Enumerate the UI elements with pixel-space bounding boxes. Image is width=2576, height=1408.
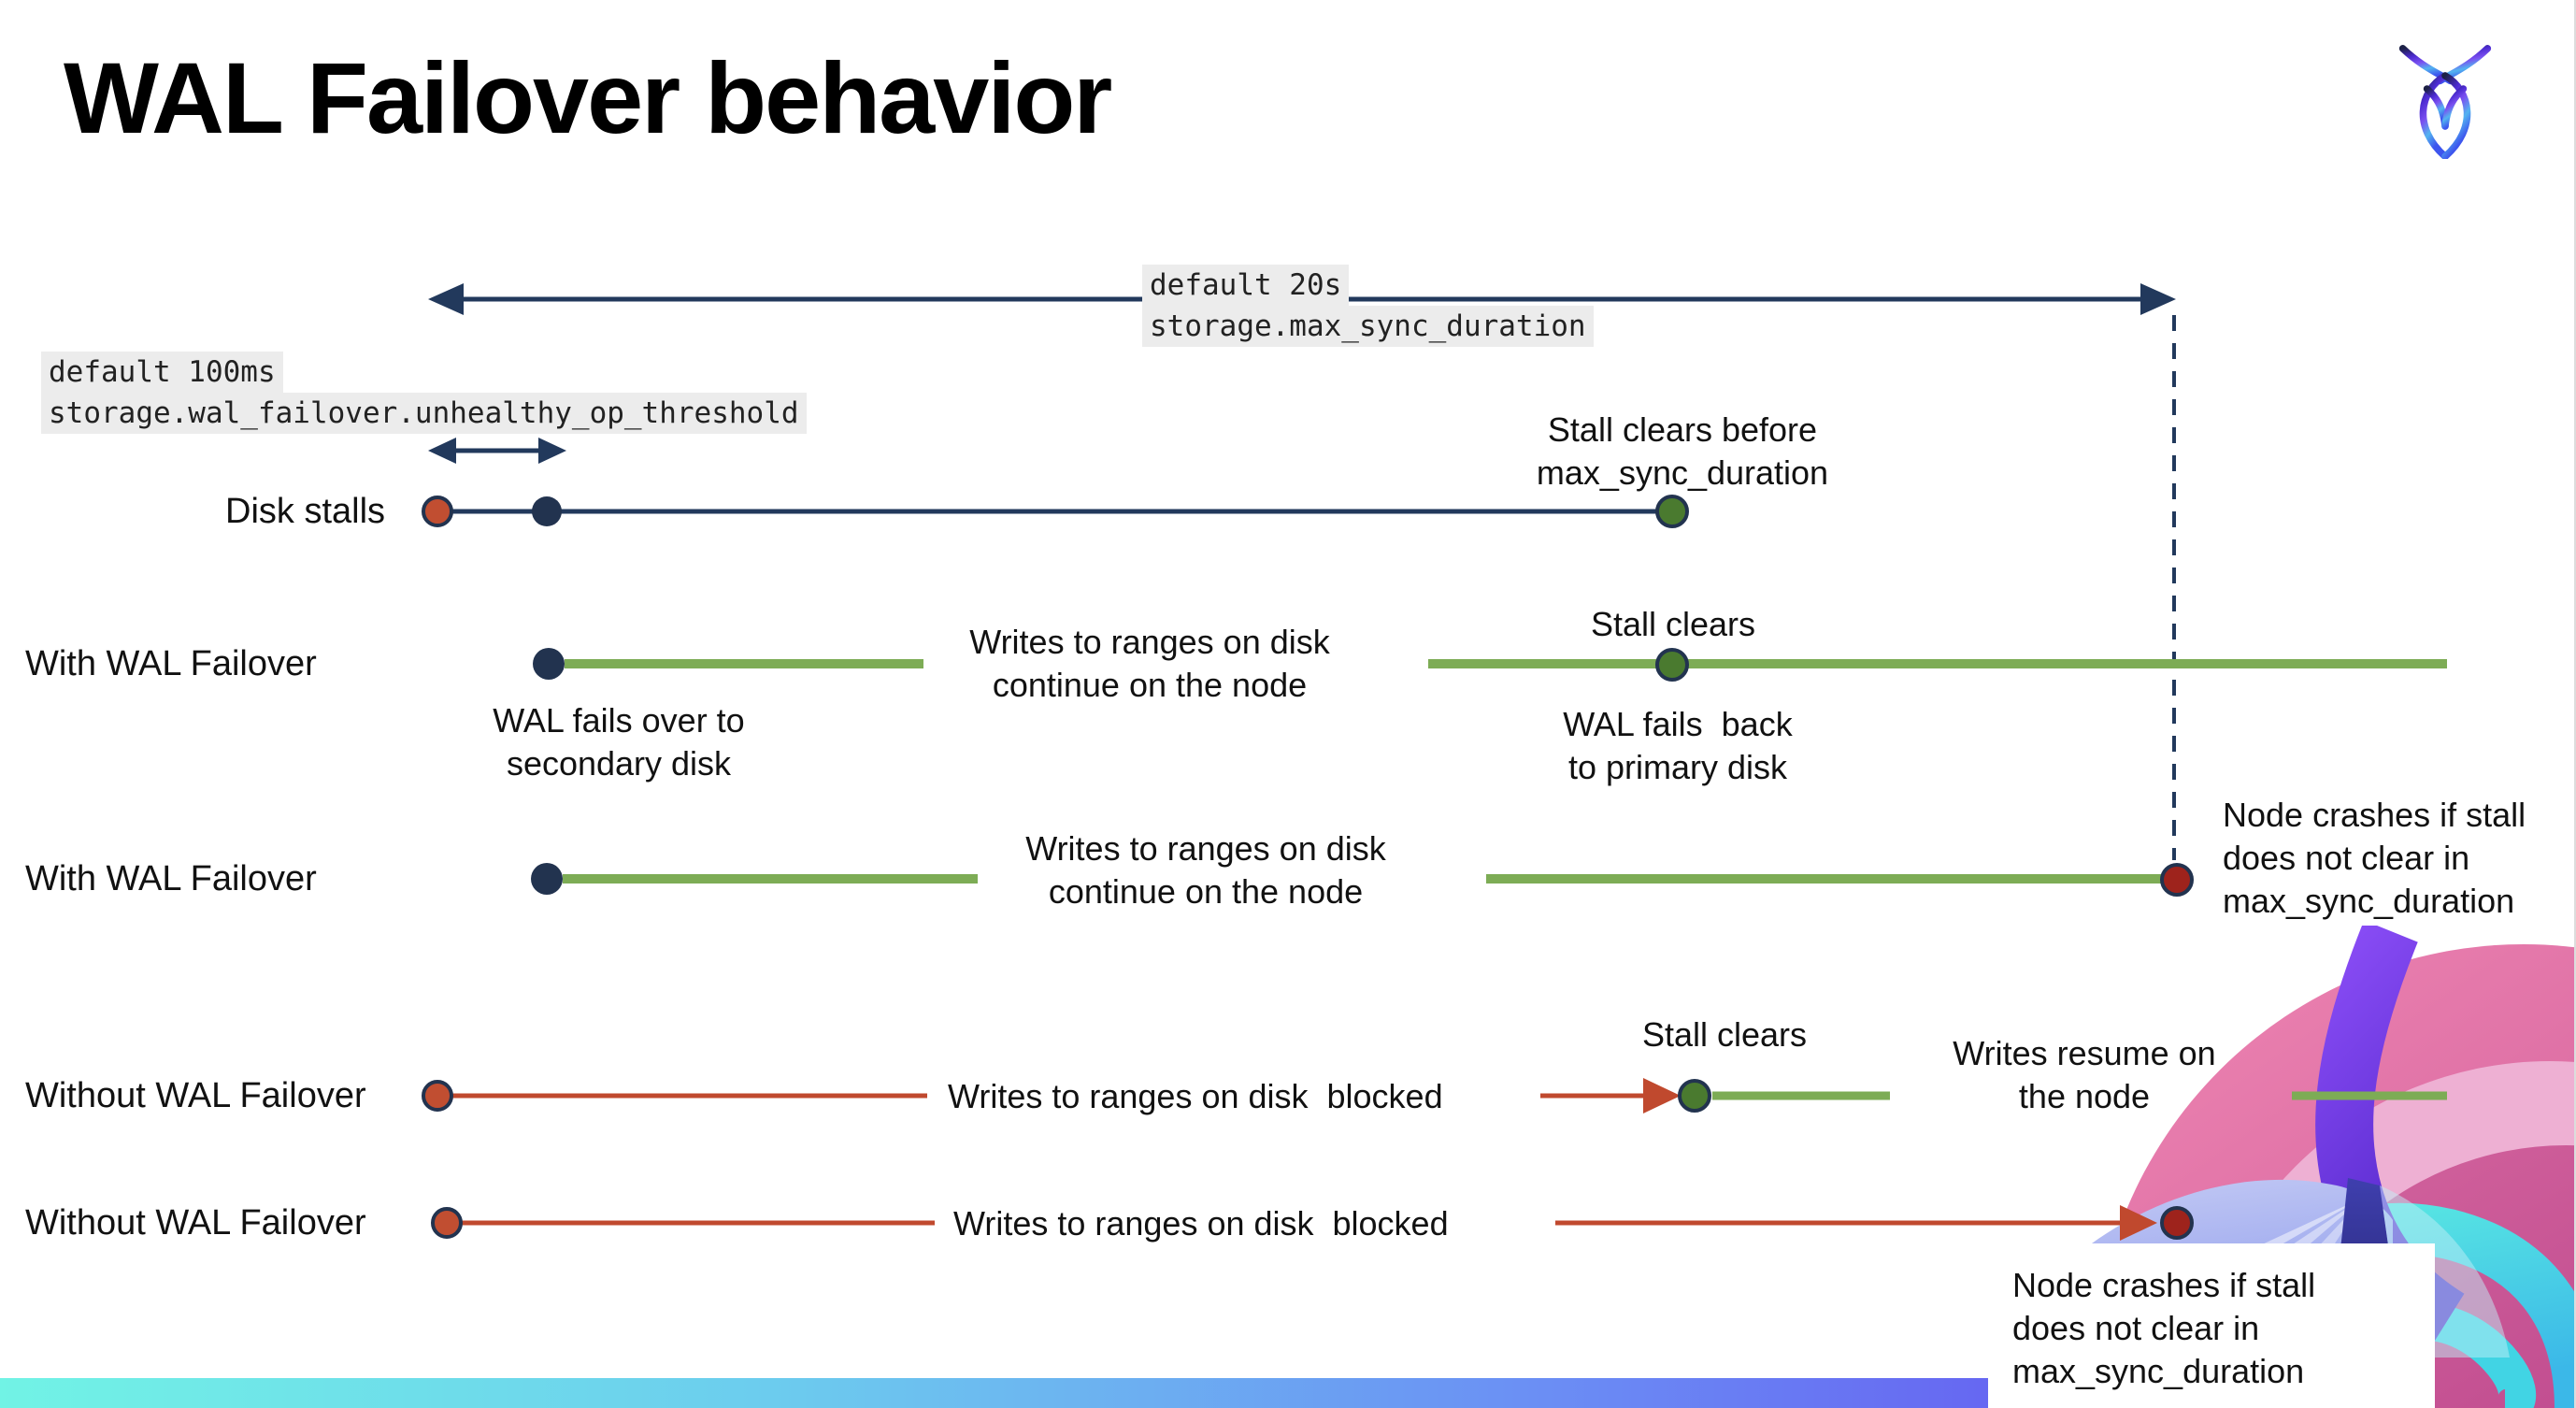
failover-dot (531, 863, 563, 895)
crash-note-box: Node crashes if stall does not clear in … (1988, 1243, 2435, 1408)
arrowhead-left-icon (428, 283, 464, 315)
threshold-dot (532, 496, 562, 526)
node-crash-dot (2160, 1206, 2194, 1240)
stall-clear-dot (1655, 495, 1689, 528)
stall-start-dot (422, 496, 453, 527)
arrowhead-left-icon (428, 438, 456, 464)
stall-start-dot (422, 1080, 453, 1112)
logo-body-left (2419, 72, 2449, 159)
row-label-with-wal-failover-2: With WAL Failover (25, 859, 317, 898)
row-label-with-wal-failover-1: With WAL Failover (25, 644, 317, 683)
stall-clears-before-note: Stall clears before max_sync_duration (1536, 410, 1829, 492)
wal-fails-over-note: WAL fails over to secondary disk (493, 701, 745, 783)
page-title: WAL Failover behavior (64, 41, 1112, 154)
writes-continue-note: Writes to ranges on disk continue on the… (1025, 829, 1386, 911)
red-arrowhead-icon (2120, 1205, 2157, 1241)
arrowhead-right-icon (538, 438, 566, 464)
logo-body-right (2441, 72, 2471, 159)
writes-continue-note: Writes to ranges on disk continue on the… (969, 623, 1330, 704)
row-label-without-wal-failover-2: Without WAL Failover (25, 1203, 366, 1243)
writes-blocked-note: Writes to ranges on disk blocked (953, 1204, 1449, 1243)
failover-dot (533, 648, 565, 680)
unhealthy-setting-chip: storage.wal_failover.unhealthy_op_thresh… (41, 393, 807, 434)
max-sync-default-chip: default 20s (1142, 265, 1350, 306)
wal-fails-back-note: WAL fails back to primary disk (1563, 705, 1793, 786)
unhealthy-default-chip: default 100ms (41, 352, 283, 393)
max-sync-setting-chip: storage.max_sync_duration (1142, 306, 1594, 347)
stall-clear-dot (1655, 648, 1689, 682)
node-crashes-note-right: Node crashes if stall does not clear in … (2223, 796, 2526, 920)
node-crash-dot (2160, 863, 2194, 897)
row-label-without-wal-failover-1: Without WAL Failover (25, 1076, 366, 1115)
row-label-disk-stalls: Disk stalls (225, 492, 386, 531)
writes-resume-note: Writes resume on the node (1953, 1034, 2216, 1115)
writes-blocked-note: Writes to ranges on disk blocked (948, 1077, 1443, 1115)
stall-clear-dot (1678, 1079, 1711, 1113)
cockroachdb-logo-icon (2398, 45, 2492, 159)
stall-clears-note: Stall clears (1641, 1015, 1808, 1054)
stall-start-dot (431, 1207, 463, 1239)
red-arrowhead-icon (1643, 1078, 1681, 1113)
arrowhead-right-icon (2140, 283, 2176, 315)
node-crashes-note-bottom: Node crashes if stall does not clear in … (2012, 1266, 2316, 1390)
logo-y-right (2441, 85, 2468, 130)
stall-clears-note: Stall clears (1590, 605, 1756, 643)
